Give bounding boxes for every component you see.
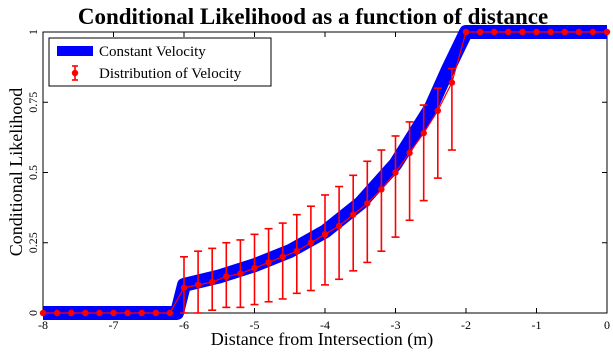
x-tick-label: -2 (461, 318, 471, 332)
x-tick-label: -7 (109, 318, 119, 332)
legend-swatch-point (71, 69, 79, 77)
distribution-point (138, 309, 145, 317)
distribution-point (364, 200, 371, 207)
distribution-point (194, 281, 202, 289)
distribution-point (462, 28, 470, 36)
y-tick-label: 0.5 (26, 165, 40, 180)
distribution-point (180, 284, 188, 291)
distribution-point (547, 28, 554, 36)
distribution-point (223, 273, 230, 280)
distribution-point (533, 28, 540, 36)
distribution-point (110, 309, 117, 317)
distribution-point (561, 28, 568, 36)
distribution-point (82, 309, 89, 317)
x-tick-label: -1 (532, 318, 542, 332)
distribution-point (589, 28, 597, 36)
distribution-point (392, 169, 399, 176)
distribution-point (68, 309, 75, 317)
y-tick-label: 0.25 (26, 232, 40, 253)
distribution-point (251, 264, 258, 272)
distribution-point (39, 309, 47, 317)
distribution-point (434, 107, 441, 114)
distribution-point (96, 309, 103, 317)
y-axis-label: Conditional Likelihood (6, 88, 26, 257)
distribution-point (124, 309, 131, 317)
distribution-point (505, 28, 512, 36)
y-tick-label: 1 (26, 29, 40, 35)
legend-label-constant: Constant Velocity (99, 44, 206, 60)
x-tick-label: -4 (320, 318, 330, 332)
distribution-point (406, 149, 413, 157)
distribution-point (166, 309, 174, 317)
distribution-point (279, 253, 286, 260)
distribution-point (575, 28, 582, 36)
x-axis-label: Distance from Intersection (m) (211, 329, 433, 350)
x-tick-label: -8 (38, 318, 48, 332)
distribution-point (293, 247, 300, 255)
distribution-point (476, 28, 484, 36)
distribution-point (448, 79, 456, 86)
distribution-point (519, 28, 526, 36)
x-tick-label: -6 (179, 318, 189, 332)
x-tick-label: -3 (391, 318, 401, 332)
chart-title: Conditional Likelihood as a function of … (78, 4, 548, 29)
y-tick-label: 0 (26, 310, 40, 316)
distribution-point (237, 270, 244, 277)
x-tick-label: -5 (250, 318, 260, 332)
y-tick-label: 0.75 (26, 92, 40, 113)
distribution-point (335, 222, 343, 230)
distribution-point (152, 309, 159, 317)
distribution-point (420, 129, 427, 137)
legend-label-distribution: Distribution of Velocity (99, 66, 242, 82)
distribution-point (307, 239, 315, 246)
distribution-point (265, 259, 272, 266)
x-tick-label: 0 (604, 318, 610, 332)
plot-area: -8 -7 -6 -5 -4 -3 -2 -1 0 0 0.25 0.5 0.75 1 (26, 25, 611, 332)
distribution-point (209, 278, 216, 286)
distribution-point (350, 211, 357, 218)
distribution-point (53, 309, 61, 317)
distribution-point (378, 186, 385, 193)
distribution-point (321, 231, 329, 238)
distribution-point (491, 28, 498, 36)
distribution-point (603, 28, 611, 36)
